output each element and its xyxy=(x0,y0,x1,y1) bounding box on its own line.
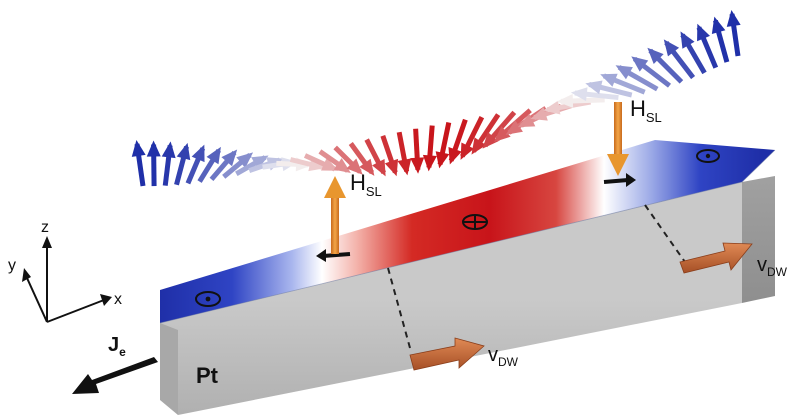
wire-front-face xyxy=(160,182,742,415)
wall-moment-arrow-right xyxy=(603,173,636,187)
velocity-arrow-back xyxy=(679,242,753,274)
axis-y-label: y xyxy=(8,257,16,274)
spin-arrow-head xyxy=(384,158,399,177)
current-label: Je xyxy=(108,334,126,359)
spin-arrow-head xyxy=(161,141,176,159)
spin-arrow-head xyxy=(372,158,386,177)
spin-arrow-head xyxy=(131,140,146,157)
wall-dashed-line-left xyxy=(387,267,411,349)
spin-arrow-head xyxy=(206,146,221,165)
spin-arrow-head xyxy=(570,87,588,102)
v-dw-label-back: vDW xyxy=(757,254,788,279)
spin-arrow-head xyxy=(191,144,205,163)
spin-arrow-head xyxy=(493,126,511,143)
wall-dashed-line-right xyxy=(644,204,686,263)
wire-side-face xyxy=(742,176,775,303)
wire-top-edge xyxy=(159,149,776,324)
wire-front-shadow xyxy=(160,323,178,415)
material-label: Pt xyxy=(196,363,219,388)
spin-arrow-head xyxy=(517,113,536,128)
spin-arrow-head xyxy=(697,23,710,42)
current-arrow xyxy=(72,357,158,394)
axis-z-label: z xyxy=(41,219,49,236)
spin-arrow-head xyxy=(585,80,603,95)
spin-arrow-head xyxy=(176,142,191,161)
spin-arrow-head xyxy=(631,56,649,72)
spin-arrow-head xyxy=(410,157,425,174)
spin-arrow-head xyxy=(251,155,269,170)
wall-moment-arrow-left xyxy=(316,249,351,262)
out-of-plane-dot-icon-left xyxy=(195,291,221,307)
spin-arrow-head xyxy=(221,149,238,167)
spin-arrow-head xyxy=(543,100,561,115)
v-dw-label-front: vDW xyxy=(488,344,519,369)
velocity-arrow-front xyxy=(409,337,485,371)
h-sl-label-left: HSL xyxy=(350,170,382,199)
spin-arrow-head xyxy=(448,147,462,165)
field-arrow-right-down xyxy=(607,102,629,176)
spin-arrow-head xyxy=(460,142,474,160)
spin-arrow-head xyxy=(422,154,437,172)
spin-arrow-head xyxy=(726,10,741,27)
spin-arrow-head xyxy=(146,140,161,157)
pt-nanowire xyxy=(159,140,776,415)
spin-arrow-head xyxy=(663,39,680,57)
spin-arrow-head xyxy=(680,31,695,49)
spin-arrow-head xyxy=(505,120,523,135)
spin-arrow-head xyxy=(435,151,450,169)
field-arrow-left-up xyxy=(324,176,346,254)
out-of-plane-dot-icon-right xyxy=(696,149,720,163)
spin-arrow-head xyxy=(471,137,487,155)
wire-top-face xyxy=(160,140,775,323)
axis-x-label: x xyxy=(114,291,122,308)
spin-arrow-head xyxy=(615,65,633,80)
spin-arrow-head xyxy=(600,73,618,87)
spin-arrow-head xyxy=(647,47,664,64)
spin-arrow-head xyxy=(236,152,254,168)
spin-arrow-head xyxy=(359,158,375,176)
spin-arrow-head xyxy=(482,131,499,149)
h-sl-label-right: HSL xyxy=(630,96,662,125)
into-plane-cross-icon xyxy=(462,214,488,230)
spin-arrow-head xyxy=(397,158,412,176)
magnetization-spin-chain xyxy=(131,10,741,187)
spin-arrow-head xyxy=(711,16,726,34)
spin-arrow-head xyxy=(320,157,339,171)
spin-arrow-head xyxy=(530,107,548,121)
spin-arrow-head xyxy=(556,94,574,108)
coordinate-axes xyxy=(22,236,112,323)
spin-arrow-head xyxy=(333,158,351,173)
spin-arrow-head xyxy=(346,158,363,175)
